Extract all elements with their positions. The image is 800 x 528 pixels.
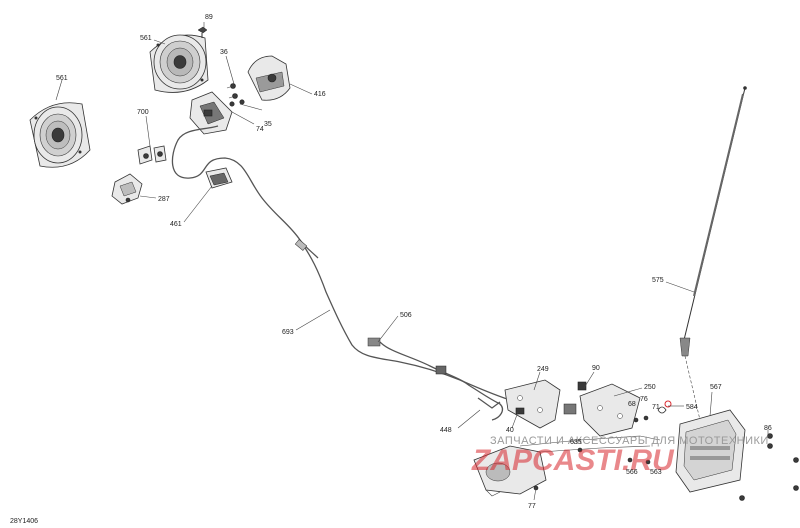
label-566: 566 [626,469,638,476]
label-40: 40 [506,427,514,434]
wire-harness-693 [171,125,511,421]
label-74: 74 [256,126,264,133]
screw-89 [197,26,208,38]
label-76: 76 [640,396,648,403]
label-561-top: 561 [140,35,152,42]
label-506: 506 [400,312,412,319]
label-250: 250 [644,384,656,391]
label-416: 416 [314,91,326,98]
bolt-40 [515,407,525,415]
watermark-text: ЗАПЧАСТИ И АКСЕССУАРЫ ДЛЯ МОТОТЕХНИКИ [490,435,769,447]
clip-700 [137,145,167,165]
connector-461 [205,167,233,189]
bracket-249 [504,379,561,429]
label-575: 575 [652,277,664,284]
label-563: 563 [650,469,662,476]
antenna-575 [679,86,747,421]
part-labels: 89 561 561 36 416 700 74 35 287 461 575 … [56,14,772,510]
label-693: 693 [282,329,294,336]
small-parts [633,400,672,423]
label-461: 461 [170,221,182,228]
label-700: 700 [137,109,149,116]
label-77: 77 [528,503,536,510]
label-635: 635 [570,439,582,446]
bracket-35 [189,91,233,135]
mount-287 [111,173,143,205]
figure-code: 28Y1406 [10,518,38,525]
label-68: 68 [628,401,636,408]
bottom-assembly [473,435,661,497]
label-249: 249 [537,366,549,373]
label-90: 90 [592,365,600,372]
cover-416 [247,55,291,101]
module-567 [675,409,746,493]
label-567: 567 [710,384,722,391]
label-35: 35 [264,121,272,128]
label-448: 448 [440,427,452,434]
label-36: 36 [220,49,228,56]
label-71: 71 [652,404,660,411]
watermark: ZAPCASTI.RU ЗАПЧАСТИ И АКСЕССУАРЫ ДЛЯ МО… [471,435,769,477]
bracket-250 [563,381,641,437]
label-89: 89 [205,14,213,21]
label-561-left: 561 [56,75,68,82]
leader-lines [55,22,769,501]
watermark-logo: ZAPCASTI.RU [471,444,675,477]
speaker-left [29,102,91,168]
label-287: 287 [158,196,170,203]
label-584: 584 [686,404,698,411]
screws-86 [739,433,799,501]
speaker-top [149,34,209,93]
label-86: 86 [764,425,772,432]
bolts-36 [226,83,245,107]
